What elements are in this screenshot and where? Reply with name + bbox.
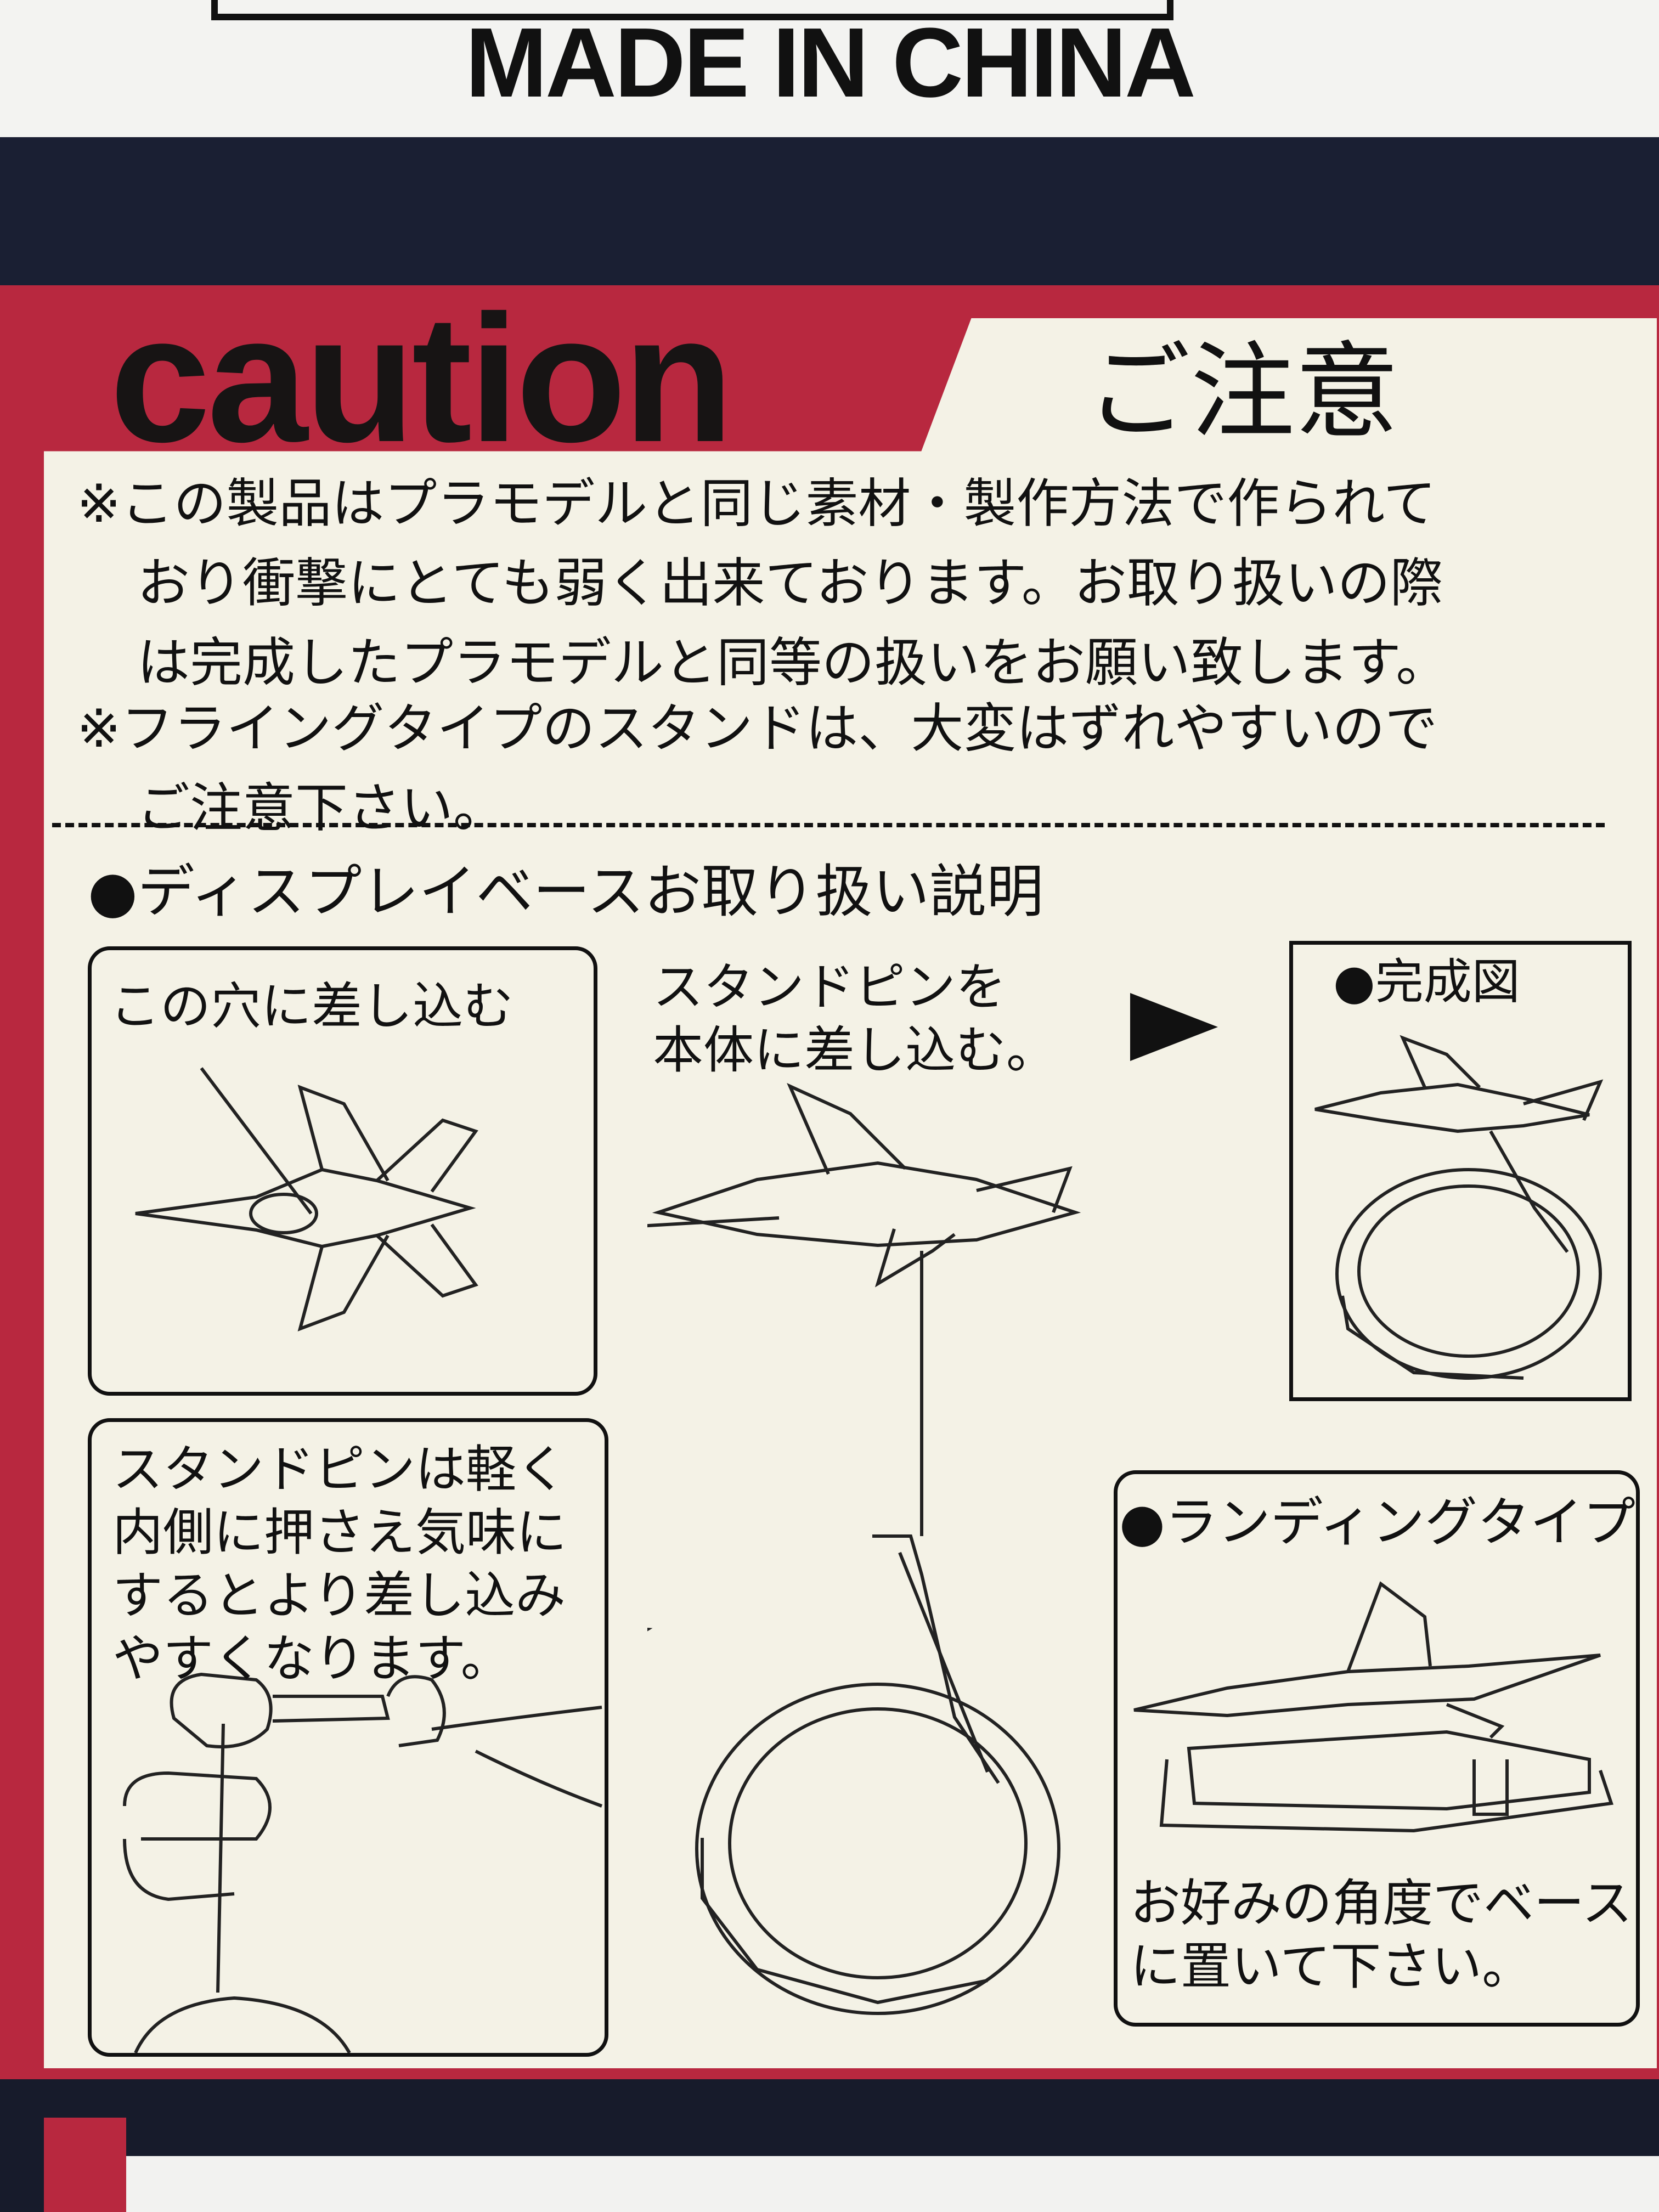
pin-tip-line2: 内側に押さえ気味に (112, 1503, 567, 1562)
note2-line1: ※フライングタイプのスタンドは、大変はずれやすいので (77, 698, 1438, 759)
center-assembly-illustration (647, 1083, 1081, 2015)
note2-line2: ご注意下さい。 (137, 777, 506, 839)
landing-note-line2: に置いて下さい。 (1130, 1937, 1533, 1996)
pin-tip-line1: スタンドピンは軽く (112, 1440, 567, 1499)
pin-tip-line4: やすくなります。 (112, 1629, 511, 1688)
landing-type-label: ●ランディングタイプ (1119, 1492, 1636, 1553)
note1-line2: おり衝撃にとても弱く出来ております。お取り扱いの際 (137, 552, 1443, 614)
hand-pressing-pin-illustration (123, 1672, 603, 2054)
top-frame-edge (211, 0, 1173, 20)
landing-note-line1: お好みの角度でベース (1130, 1874, 1633, 1933)
caution-title-jp: ご注意 (1086, 331, 1400, 453)
insert-hole-label: この穴に差し込む (110, 977, 514, 1036)
landing-type-box (1114, 1470, 1640, 2027)
note1-line3: は完成したプラモデルと同等の扱いをお願い致します。 (137, 632, 1449, 693)
stand-pin-label-line2: 本体に差し込む。 (653, 1021, 1057, 1080)
jet-topview-illustration (135, 1067, 478, 1331)
bottom-white-strip (126, 2156, 1659, 2212)
completed-model-illustration (1314, 1035, 1604, 1380)
completed-figure-label: ●完成図 (1333, 953, 1520, 1010)
pin-tip-line3: するとより差し込み (112, 1566, 566, 1625)
landing-model-illustration (1133, 1581, 1613, 1833)
bottom-red-corner (44, 2118, 126, 2212)
completed-figure-box (1289, 941, 1632, 1401)
stand-pin-tip-box (88, 1418, 608, 2057)
made-in-china-text: MADE IN CHINA (465, 8, 1196, 118)
display-base-heading: ●ディスプレイベースお取り扱い説明 (88, 858, 1044, 925)
note1-line1: ※この製品はプラモデルと同じ素材・製作方法で作られて (77, 473, 1436, 534)
top-label-strip (0, 0, 1659, 137)
dashed-divider (52, 823, 1605, 827)
insert-hole-illustration-box (88, 946, 597, 1396)
dark-background-band (0, 137, 1659, 291)
caution-heading: caution (110, 277, 733, 479)
arrow-right-icon (1130, 993, 1218, 1061)
stand-pin-label-line1: スタンドピンを (653, 958, 1007, 1017)
